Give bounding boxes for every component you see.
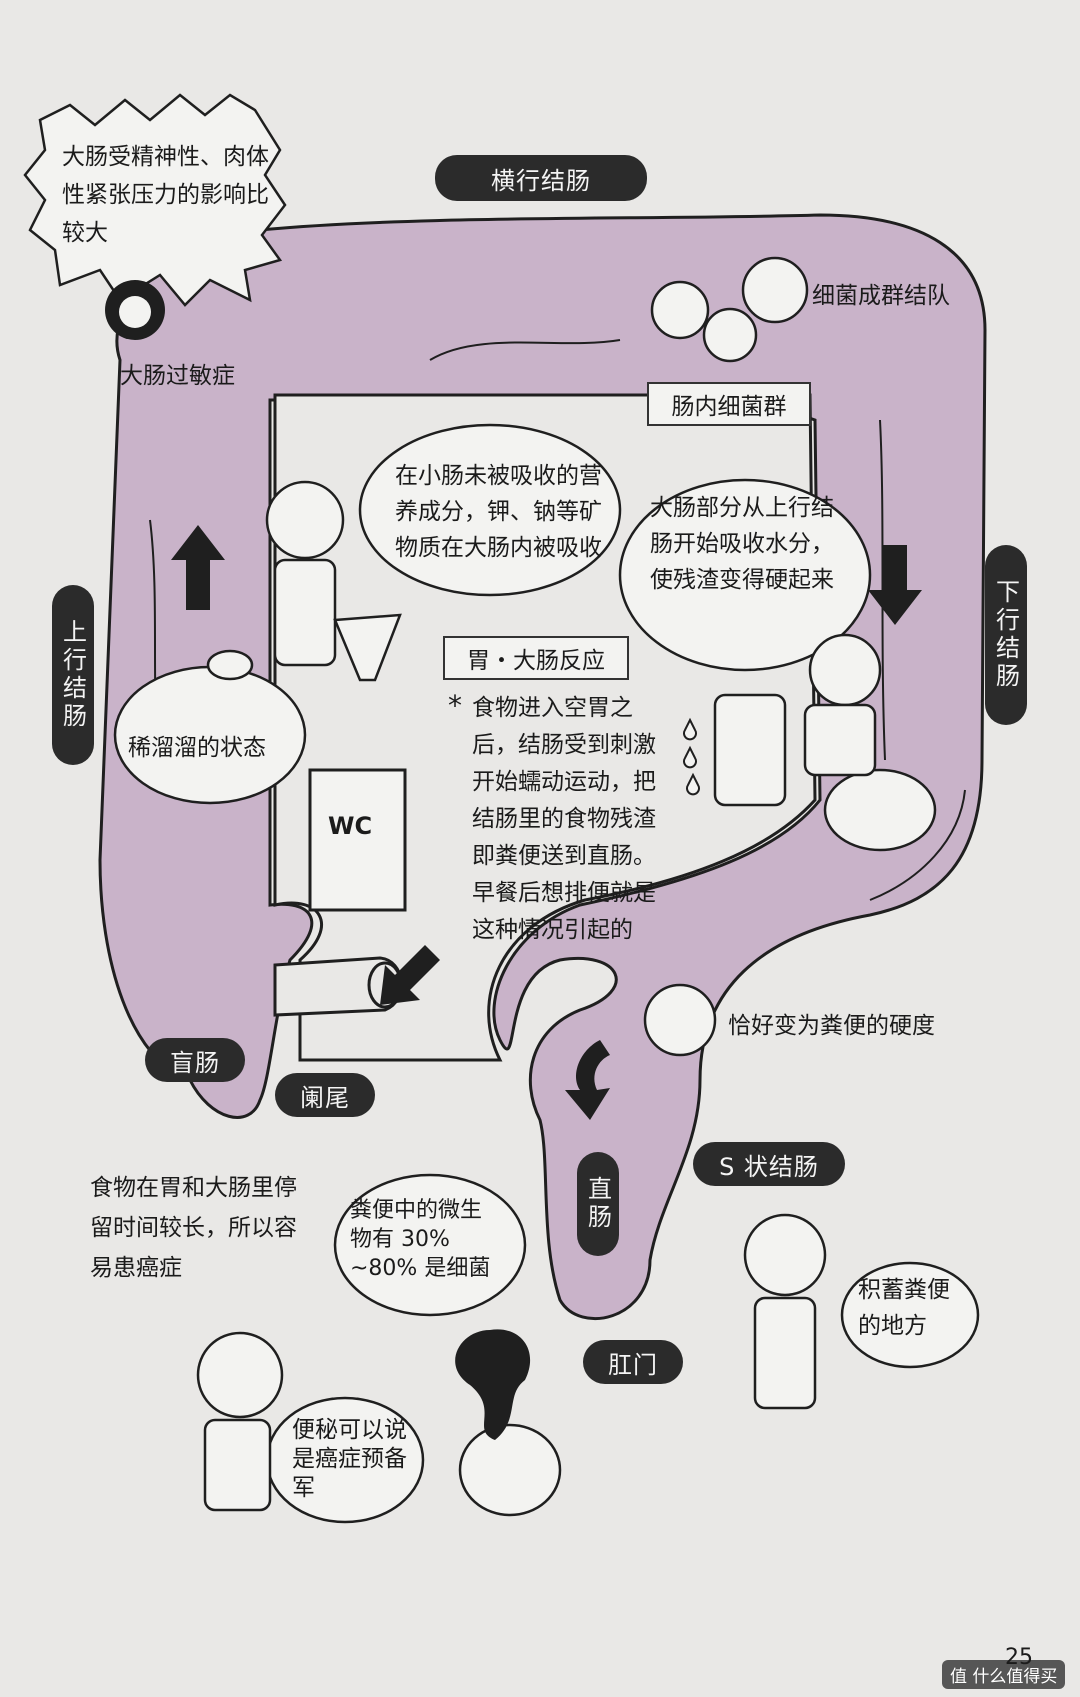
label-intestinal-flora: 肠内细菌群 [647,382,811,426]
label-transverse-colon: 横行结肠 [435,155,647,201]
reflex-star: * [448,689,462,722]
cancer-note: 食物在胃和大肠里停留时间较长，所以容易患癌症 [90,1175,297,1281]
water-bubble-shape [618,478,872,672]
label-sigmoid-colon: S 状结肠 [693,1142,845,1186]
bacteria-share-bubble-shape [333,1173,527,1317]
label-rectum: 直肠 [577,1152,619,1256]
stress-caption: 大肠受精神性、肉体性紧张压力的影响比较大 [62,144,269,246]
stool-mass-icon [823,768,937,852]
label-appendix: 阑尾 [275,1073,375,1117]
ladle-icon [206,649,254,681]
down-arrow-icon [868,545,922,625]
curved-arrow-icon [565,1040,610,1120]
stool-hardness-caption: 恰好变为粪便的硬度 [728,1013,935,1039]
label-anus: 肛门 [583,1340,683,1384]
doctor-figure-icon [265,480,345,667]
storage-bubble-shape [840,1261,980,1369]
bacteria-share-caption: 粪便中的微生物有 30% ~80% 是细菌 [350,1198,491,1281]
funnel-icon [333,613,402,682]
worker-figure-icon [803,633,882,777]
stress-bug-icon [105,280,165,340]
label-descending-colon: 下行结肠 [985,545,1027,725]
bacterium-creature-icon [455,1329,531,1440]
reflex-note: 食物进入空胃之后，结肠受到刺激开始蠕动运动，把结肠里的食物残渣即粪便送到直肠。早… [472,695,656,943]
nutrients-caption: 在小肠未被吸收的营养成分，钾、钠等矿物质在大肠内被吸收 [395,463,602,561]
fold-lines [149,339,966,901]
wc-door-shape [308,768,407,912]
ibs-caption: 大肠过敏症 [120,363,235,389]
wc-sign: WC [328,812,373,840]
stool-rock-icon [458,1423,562,1517]
bacteria-group-caption: 细菌成群结队 [812,283,950,309]
professor-figure-icon [196,1331,284,1512]
water-absorption-caption: 大肠部分从上行结肠开始吸收水分，使残渣变得硬起来 [650,495,834,593]
pointing-worker-icon [743,1213,827,1410]
up-arrow-icon [171,525,225,610]
label-cecum: 盲肠 [145,1038,245,1082]
diagonal-arrow-icon [380,945,440,1005]
colon-shape [98,213,987,1321]
label-gastrocolic-reflex: 胃・大肠反应 [443,636,629,680]
page-number: 25 [1005,1645,1033,1670]
watermark: 值 什么值得买 [942,1660,1066,1689]
storage-caption: 积蓄粪便的地方 [858,1277,950,1339]
label-ascending-colon: 上行结肠 [52,585,94,765]
bacteria-group-icon [650,256,809,363]
nutrients-bubble-shape [358,423,622,597]
constipation-caption: 便秘可以说是癌症预备军 [292,1417,407,1501]
watery-state-caption: 稀溜溜的状态 [128,735,266,761]
stress-bubble-shape [23,93,287,307]
water-bucket-icon [713,693,787,807]
water-drops-icon [683,717,700,796]
stool-ball-icon [643,983,717,1057]
